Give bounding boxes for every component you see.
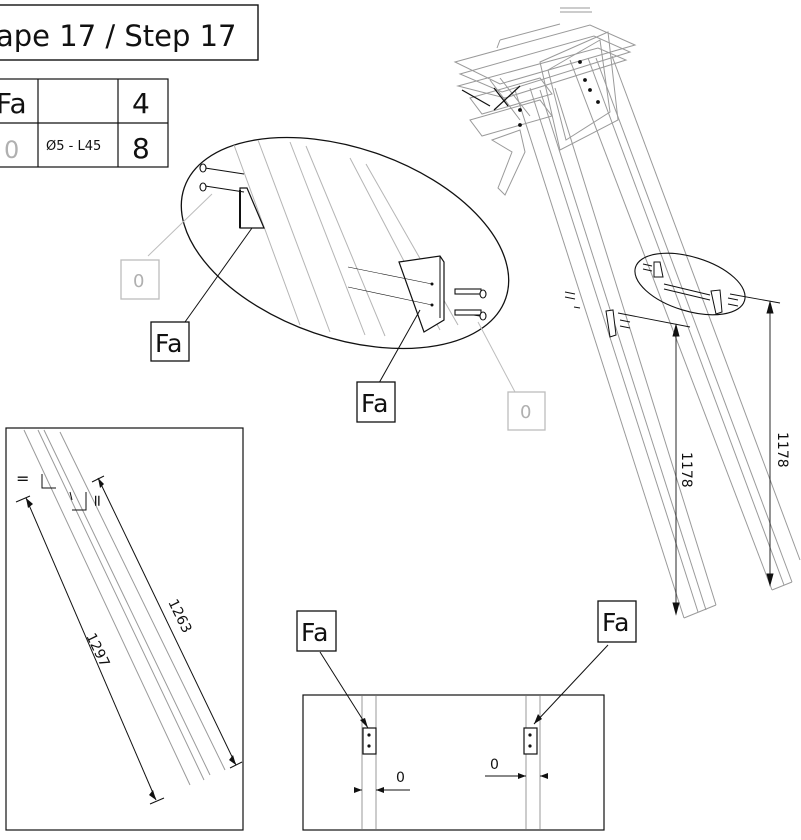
bracket-left	[239, 187, 265, 229]
table-row2-code: 0	[4, 136, 19, 164]
svg-text:0: 0	[520, 402, 531, 423]
table-row1-code: Fa	[0, 87, 27, 120]
callout-screw-left: 0	[120, 259, 160, 300]
dimension-lines-right	[617, 293, 781, 616]
step-title-text: ape 17 / Step 17	[0, 19, 237, 53]
callout-fa-right: Fa	[356, 381, 396, 423]
inset-equal-right: =	[88, 494, 107, 507]
callout-screw-right: 0	[507, 391, 546, 431]
inset-panel: = = 1297 1263	[5, 427, 244, 831]
structure-view	[453, 7, 801, 619]
dim-leg-left: 1178	[678, 452, 694, 488]
screws-left	[199, 163, 245, 193]
table-row2-desc: Ø5 - L45	[46, 139, 101, 154]
dim-leg-right: 1178	[774, 432, 790, 468]
table-row2-qty: 8	[132, 132, 150, 165]
detail-ellipse	[180, 136, 510, 350]
small-detail-ellipse	[634, 252, 746, 316]
svg-text:Fa: Fa	[155, 329, 182, 358]
svg-text:Fa: Fa	[602, 608, 629, 637]
dim-bottom-right: 0	[490, 757, 499, 773]
step-title: ape 17 / Step 17	[0, 4, 259, 61]
parts-table	[0, 78, 169, 168]
bracket-right	[398, 255, 445, 333]
leg-bracket-marks	[564, 291, 631, 338]
dim-bottom-left: 0	[396, 770, 405, 786]
svg-text:Fa: Fa	[361, 389, 388, 418]
inset-equal-left: =	[16, 469, 29, 488]
svg-text:0: 0	[133, 271, 144, 292]
callout-fa-bottom-right: Fa	[597, 600, 637, 643]
screws-right	[454, 288, 487, 321]
svg-text:Fa: Fa	[301, 618, 328, 647]
callout-fa-bottom-left: Fa	[296, 610, 337, 652]
bottom-panel: 0 0	[302, 644, 609, 831]
callout-fa-left: Fa	[150, 321, 190, 362]
table-row1-qty: 4	[132, 87, 150, 120]
